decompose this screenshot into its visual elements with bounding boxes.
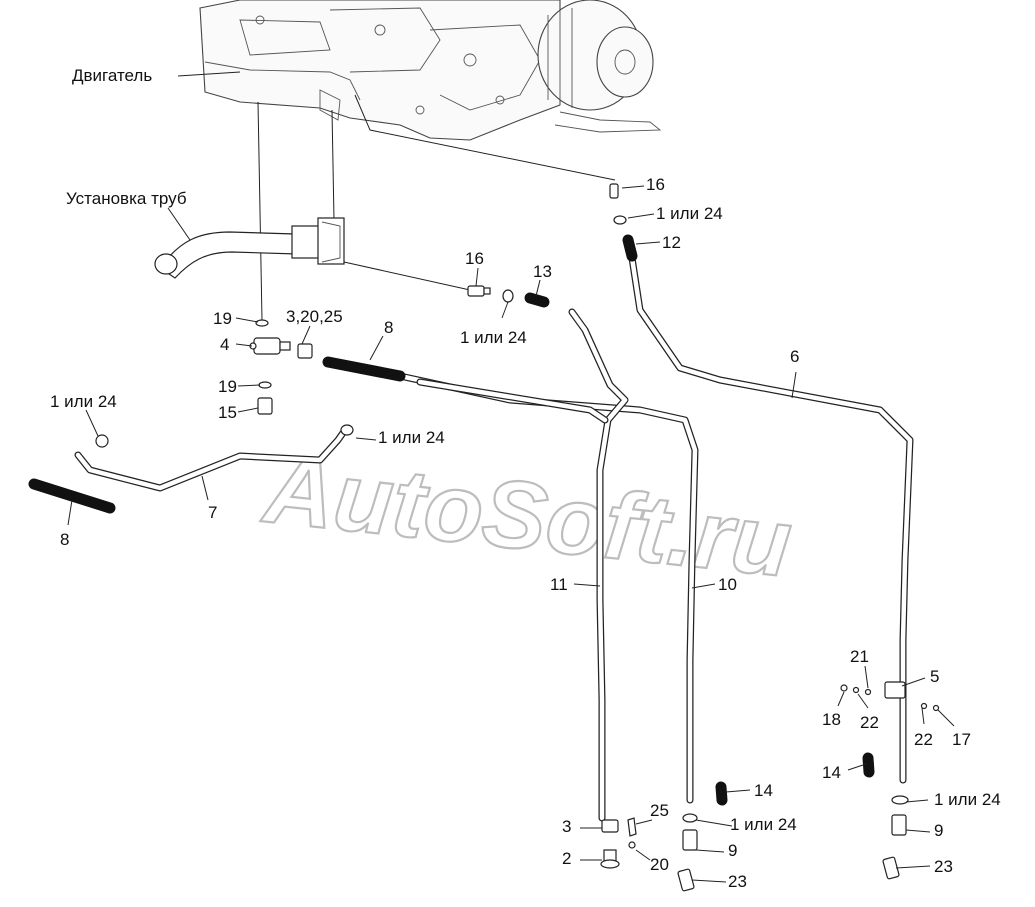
watermark: AutoSoft.ru	[258, 436, 796, 598]
label-7: 7	[208, 503, 217, 522]
fitting-16-right	[609, 183, 627, 225]
label-21: 21	[850, 647, 869, 666]
label-14b: 14	[754, 781, 773, 800]
clamp-mid	[340, 424, 354, 436]
label-14a: 14	[822, 763, 841, 782]
bottom-fittings-11	[600, 817, 637, 869]
label-23a: 23	[728, 872, 747, 891]
label-3-20-25: 3,20,25	[286, 307, 343, 326]
label-17: 17	[952, 730, 971, 749]
hose-8-right	[322, 356, 406, 382]
fitting-16-center	[467, 285, 491, 297]
label-pipe-install: Установка труб	[66, 189, 187, 208]
label-6: 6	[790, 347, 799, 366]
label-12: 12	[662, 233, 681, 252]
label-11: 11	[550, 575, 568, 594]
hose-13	[524, 292, 550, 308]
label-25: 25	[650, 801, 669, 820]
label-1or24a: 1 или 24	[656, 204, 723, 223]
label-22b: 22	[914, 730, 933, 749]
label-16b: 16	[465, 249, 484, 268]
label-23b: 23	[934, 857, 953, 876]
pipe-6	[628, 254, 914, 784]
label-18: 18	[822, 710, 841, 729]
label-engine: Двигатель	[72, 66, 152, 85]
label-20: 20	[650, 855, 669, 874]
label-3: 3	[562, 817, 571, 836]
label-1or24f: 1 или 24	[730, 815, 797, 834]
label-15: 15	[218, 403, 237, 422]
label-8b: 8	[60, 530, 69, 549]
clamp-center	[502, 289, 514, 303]
bottom-fittings-6	[882, 795, 909, 880]
engine-illustration	[199, 0, 662, 141]
label-9a: 9	[728, 841, 737, 860]
label-1or24c: 1 или 24	[50, 392, 117, 411]
bottom-fittings-10	[677, 813, 698, 892]
label-1or24d: 1 или 24	[378, 428, 445, 447]
pipe-7	[74, 426, 349, 492]
clamp-left	[95, 434, 109, 448]
tee-fitting-4	[249, 319, 313, 415]
label-9b: 9	[934, 821, 943, 840]
label-19a: 19	[213, 309, 232, 328]
label-4: 4	[220, 335, 229, 354]
pipe-install-assembly	[154, 217, 345, 279]
label-1or24e: 1 или 24	[934, 790, 1001, 809]
label-22a: 22	[860, 713, 879, 732]
label-8a: 8	[384, 318, 393, 337]
label-10: 10	[718, 575, 737, 594]
pipe-11-top	[416, 378, 609, 424]
label-13: 13	[533, 262, 552, 281]
hose-14-middle	[715, 781, 728, 806]
label-16a: 16	[646, 175, 665, 194]
hose-8-left	[28, 478, 116, 514]
bracket-5-group	[840, 681, 940, 712]
label-1or24b: 1 или 24	[460, 328, 527, 347]
hose-14-right	[862, 752, 875, 778]
label-2: 2	[562, 849, 571, 868]
leader-engine-fitting	[257, 101, 263, 321]
label-19b: 19	[218, 377, 237, 396]
label-5: 5	[930, 667, 939, 686]
hose-12	[622, 234, 638, 262]
